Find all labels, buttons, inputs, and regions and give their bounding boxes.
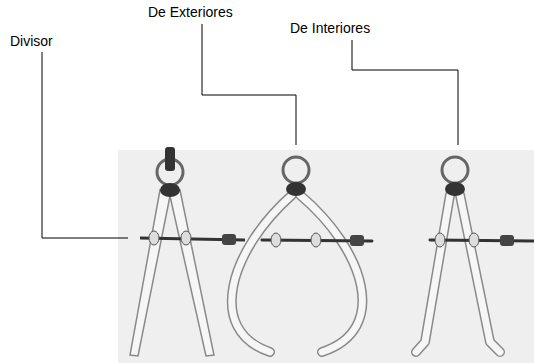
divider-caliper	[130, 147, 245, 356]
inside-caliper	[416, 157, 534, 352]
leader-line	[352, 40, 458, 145]
photo-ground	[118, 150, 534, 363]
part-label: De Interiores	[290, 20, 370, 36]
part-label: De Exteriores	[148, 4, 233, 20]
leader-line	[42, 52, 128, 238]
leader-line	[202, 24, 296, 145]
part-label: Divisor	[10, 33, 53, 49]
leader-lines	[42, 24, 458, 238]
outside-caliper	[232, 157, 372, 352]
